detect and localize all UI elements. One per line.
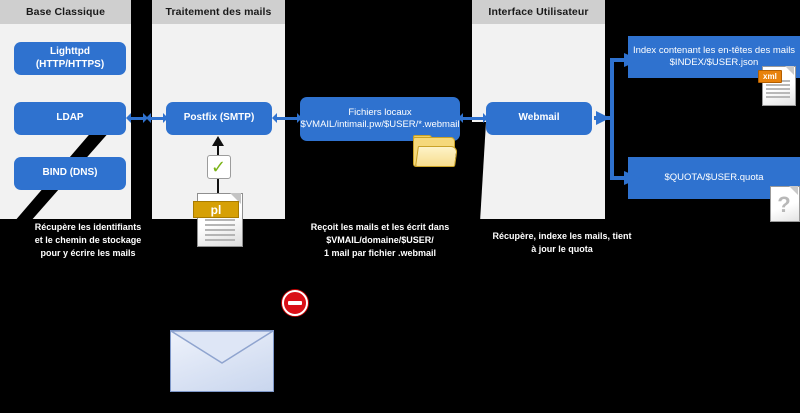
box-lighttpd-label: Lighttpd (HTTP/HTTPS) [35,46,105,70]
xml-document-badge: xml [758,70,782,83]
lane-title-interface-utilisateur: Interface Utilisateur [488,6,589,18]
box-fichiers-locaux[interactable]: Fichiers locaux $VMAIL/intimail.pw/$USER… [300,97,460,141]
unknown-file-fold [789,186,798,195]
box-webmail-label: Webmail [518,112,560,124]
checkmark-icon: ✓ [207,155,231,179]
xml-document-fold [785,66,794,75]
arrow-script-to-postfix-head [212,136,224,146]
lane-header-base-classique: Base Classique [0,0,131,24]
box-bind-dns-label: BIND (DNS) [42,167,98,179]
box-postfix[interactable]: Postfix (SMTP) [166,102,272,135]
envelope-icon [170,330,274,392]
perl-script-icon: pl [193,193,245,249]
check-glyph: ✓ [211,157,227,177]
box-ldap[interactable]: LDAP [14,102,126,135]
unknown-file-icon: ? [770,186,800,222]
box-index-line1: Index contenant les en-têtes des mails [632,45,796,57]
lane-header-interface-utilisateur: Interface Utilisateur [472,0,605,24]
arrow-postfix-to-fichiers [272,113,302,124]
perl-script-fold [230,193,241,204]
arrow-fichiers-to-webmail [458,113,488,124]
box-webmail[interactable]: Webmail [486,102,592,135]
xml-document-icon: xml [758,66,796,106]
box-postfix-label: Postfix (SMTP) [183,112,255,124]
box-lighttpd[interactable]: Lighttpd (HTTP/HTTPS) [14,42,126,75]
box-quota-label: $QUOTA/$USER.quota [664,172,764,184]
note-postfix: Reçoit les mails et les écrit dans $VMAI… [310,222,450,259]
no-entry-icon [282,290,308,316]
xml-document-badge-label: xml [763,72,777,81]
folder-icon [413,135,458,167]
box-fichiers-locaux-line1: Fichiers locaux [348,107,412,119]
arrow-ldap-to-postfix-right [146,113,168,124]
lane-title-traitement-des-mails: Traitement des mails [165,6,272,18]
folder-front [415,146,458,167]
perl-script-badge: pl [193,201,239,218]
lane-header-traitement-des-mails: Traitement des mails [152,0,285,24]
xml-document-lines [766,80,790,100]
perl-script-lines [205,219,235,244]
box-ldap-label: LDAP [56,112,84,124]
box-bind-dns[interactable]: BIND (DNS) [14,157,126,190]
envelope-flap [171,331,273,364]
arrow-ldap-to-postfix-left [126,113,148,124]
perl-script-badge-label: pl [210,202,222,217]
unknown-file-question-mark: ? [777,192,791,217]
note-webmail: Récupère, indexe les mails, tient à jour… [492,231,632,255]
lane-title-base-classique: Base Classique [25,6,106,18]
box-fichiers-locaux-line2: $VMAIL/intimail.pw/$USER/*.webmail [300,119,460,130]
box-index-line2: $INDEX/$USER.json [669,57,759,68]
note-ldap: Récupère les identifiants et le chemin d… [34,222,142,259]
no-entry-bar [288,301,302,305]
